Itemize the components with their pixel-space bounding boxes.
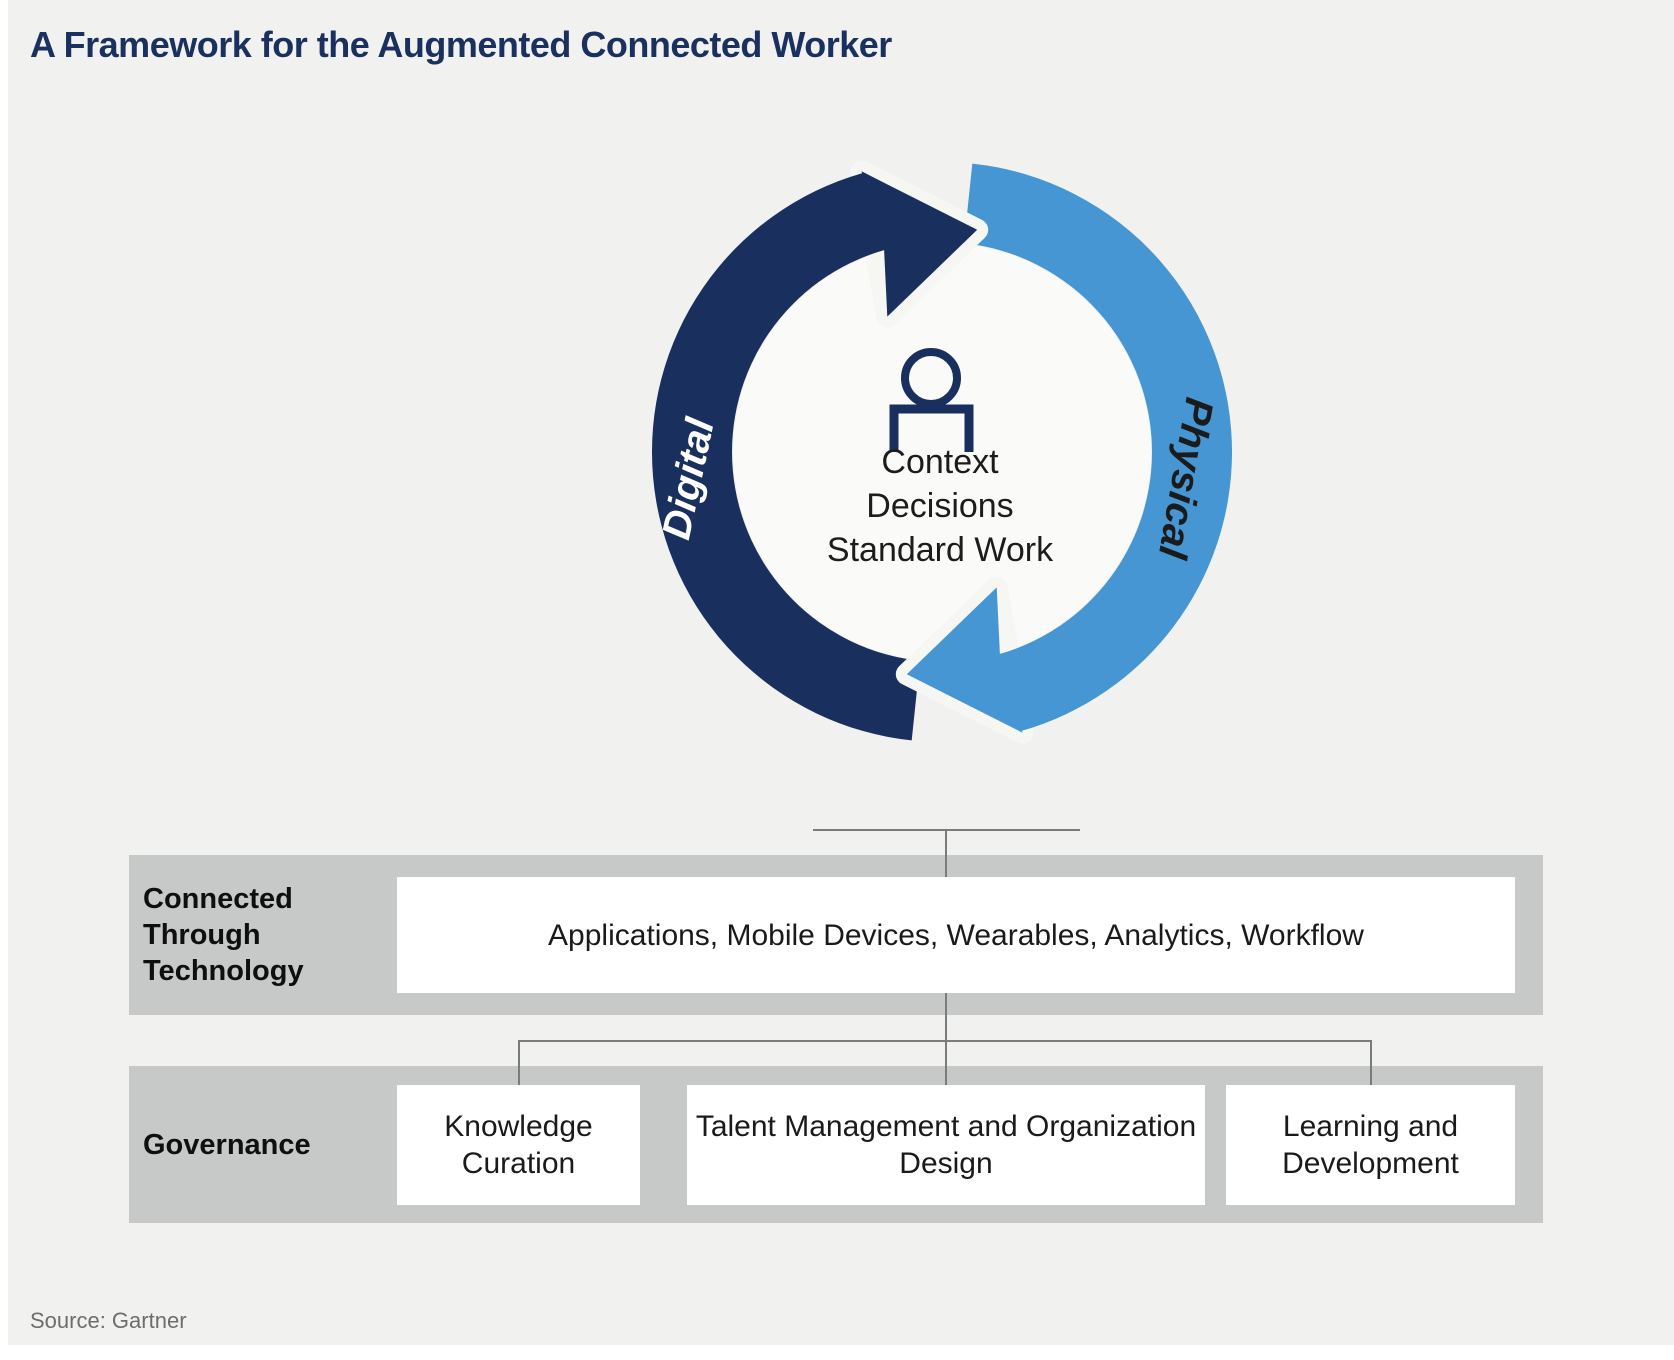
source-attribution: Source: Gartner [30, 1308, 187, 1333]
technology-box: Applications, Mobile Devices, Wearables,… [397, 877, 1515, 993]
technology-row-label: Connected Through Technology [143, 883, 304, 987]
physical-arc-upper [964, 163, 1233, 458]
center-line-context: Context [881, 443, 999, 481]
governance-box-learning-development: Learning and Development [1226, 1085, 1515, 1205]
digital-arc-arrow [651, 171, 978, 741]
page-title: A Framework for the Augmented Connected … [30, 24, 892, 65]
governance-box-knowledge-curation: Knowledge Curation [397, 1085, 640, 1205]
governance-box-talent-management: Talent Management and Organization Desig… [687, 1085, 1205, 1205]
cycle-inner-disc [733, 243, 1151, 661]
connector-drop-left [518, 1040, 520, 1090]
cycle-center-text: Context Decisions Standard Work [827, 440, 1053, 572]
center-line-standard-work: Standard Work [826, 531, 1054, 569]
governance-row-label: Governance [143, 1128, 311, 1161]
center-line-decisions: Decisions [866, 487, 1014, 525]
person-icon-shoulders [889, 404, 974, 452]
person-icon-head [901, 348, 961, 408]
connector-branch-horizontal [518, 1040, 1372, 1042]
connector-drop-right [1370, 1040, 1372, 1090]
physical-arc-arrow [906, 452, 1232, 733]
cycle-diagram [651, 160, 1233, 744]
